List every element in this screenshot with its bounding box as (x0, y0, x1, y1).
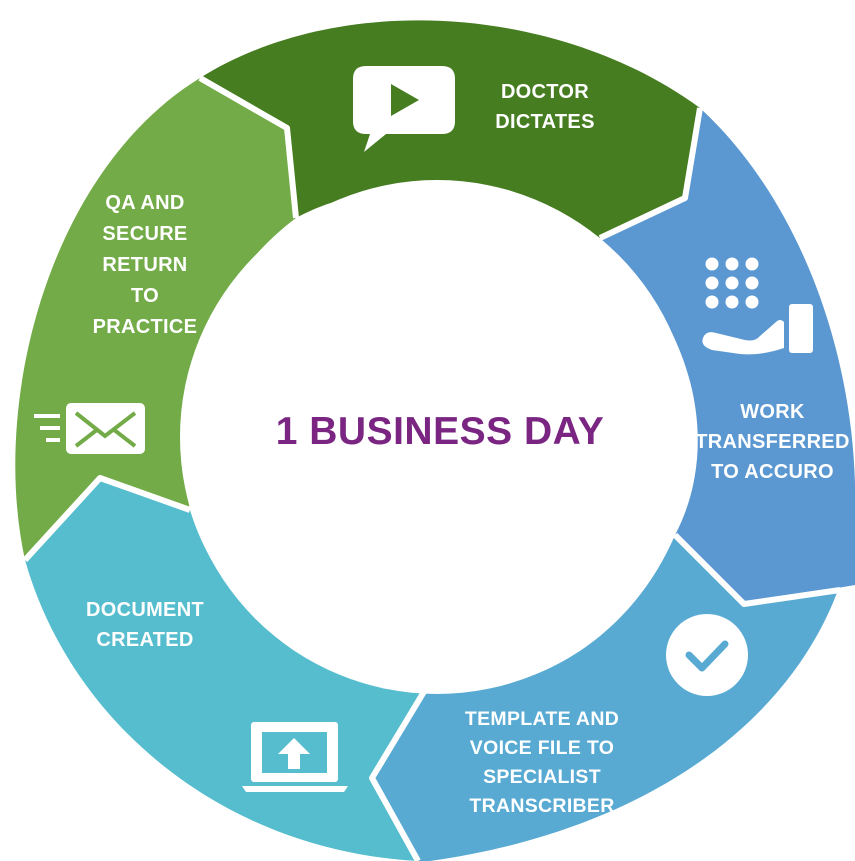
checkmark-icon (666, 614, 748, 696)
segment-work-transferred (600, 108, 855, 604)
send-mail-icon (34, 403, 145, 454)
center-circle (180, 180, 694, 694)
step-label-qa-return: QA AND SECURE RETURN TO PRACTICE (92, 192, 198, 338)
segment-template-voice (372, 535, 838, 861)
segment-separators (22, 75, 841, 861)
step-label-work-transferred: WORK TRANSFERRED TO ACCURO (695, 401, 850, 483)
video-play-icon (353, 66, 455, 152)
hand-data-icon (702, 257, 813, 355)
step-label-template-voice: TEMPLATE AND VOICE FILE TO SPECIALIST TR… (464, 708, 620, 817)
step-label-doctor-dictates: DOCTOR DICTATES (495, 81, 595, 133)
center-title: 1 BUSINESS DAY (275, 410, 605, 453)
laptop-upload-icon (242, 722, 348, 792)
step-label-document-created: DOCUMENT CREATED (86, 599, 204, 651)
